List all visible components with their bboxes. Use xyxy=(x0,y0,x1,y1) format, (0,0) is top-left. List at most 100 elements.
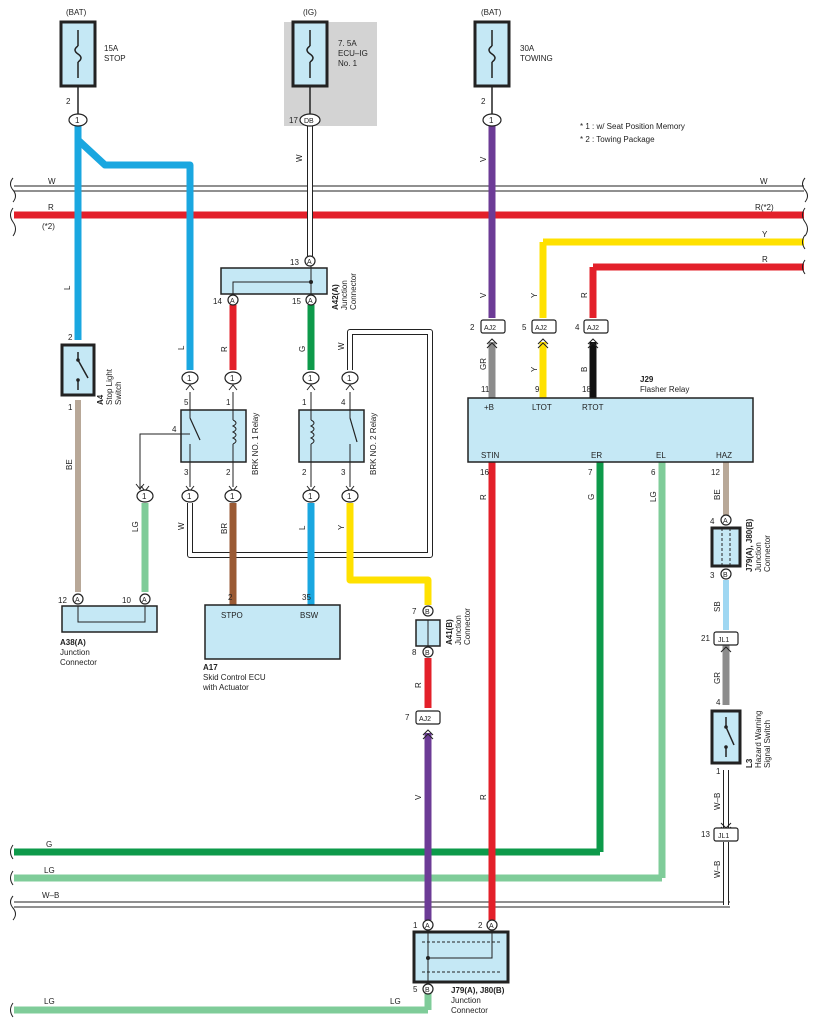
bus-wires xyxy=(14,185,804,1014)
svg-text:3: 3 xyxy=(710,571,715,580)
svg-text:Flasher Relay: Flasher Relay xyxy=(640,385,689,394)
svg-text:1: 1 xyxy=(68,403,73,412)
svg-text:L: L xyxy=(63,285,72,290)
svg-text:1: 1 xyxy=(230,492,235,501)
svg-text:4: 4 xyxy=(341,398,346,407)
svg-text:R: R xyxy=(220,346,229,352)
fuse-stop-pin: 2 xyxy=(66,97,71,106)
svg-text:LG: LG xyxy=(44,997,55,1006)
svg-text:SB: SB xyxy=(713,601,722,612)
svg-text:L: L xyxy=(298,525,307,530)
aj2-connectors: 2 AJ2 5 AJ2 4 AJ2 7 AJ2 xyxy=(405,319,609,740)
fuse-ecu-ig-amp: 7. 5A xyxy=(338,39,357,48)
stop-light-switch-a4: 2 1 A4 Stop Light Switch xyxy=(60,333,123,412)
svg-text:35: 35 xyxy=(302,593,311,602)
junction-connector-a41: 7 B 8 B A41(B) Junction Connector xyxy=(412,605,472,658)
svg-text:1: 1 xyxy=(308,492,313,501)
junction-connector-j79-right: 4 A 3 B J79(A), J80(B) Junction Connecto… xyxy=(710,514,772,580)
svg-text:A42(A): A42(A) xyxy=(331,284,340,310)
svg-text:7: 7 xyxy=(588,468,593,477)
svg-text:ER: ER xyxy=(591,451,602,460)
svg-text:B: B xyxy=(425,987,430,994)
junction-connector-a38: 12 A 10 A A38(A) Junction Connector xyxy=(58,593,158,667)
svg-text:BR: BR xyxy=(220,523,229,534)
svg-text:7: 7 xyxy=(405,713,410,722)
note-1: * 1 : w/ Seat Position Memory xyxy=(580,122,685,131)
svg-text:B: B xyxy=(723,572,728,579)
svg-text:8: 8 xyxy=(412,648,417,657)
svg-text:B: B xyxy=(425,609,430,616)
svg-text:Switch: Switch xyxy=(114,381,123,405)
brk-no2-relay: 1 4 2 3 BRK NO. 2 Relay xyxy=(298,392,378,487)
svg-text:2: 2 xyxy=(302,468,307,477)
svg-text:18: 18 xyxy=(582,385,591,394)
svg-text:A17: A17 xyxy=(203,663,218,672)
svg-text:LTOT: LTOT xyxy=(532,403,552,412)
wire-break-marks xyxy=(10,177,808,1018)
svg-text:Connector: Connector xyxy=(463,608,472,645)
svg-text:1: 1 xyxy=(187,374,192,383)
svg-text:W: W xyxy=(760,177,768,186)
svg-text:J79(A), J80(B): J79(A), J80(B) xyxy=(451,986,505,995)
fuse-stop-source: (BAT) xyxy=(66,8,87,17)
svg-text:A: A xyxy=(230,298,235,305)
svg-text:GR: GR xyxy=(479,358,488,370)
bus-labels: W W R R(*2) (*2) Y R G LG W–B LG LG xyxy=(42,177,774,1006)
svg-text:3: 3 xyxy=(341,468,346,477)
svg-text:BSW: BSW xyxy=(300,611,319,620)
svg-text:R: R xyxy=(48,203,54,212)
svg-text:11: 11 xyxy=(481,385,490,394)
svg-text:BE: BE xyxy=(65,459,74,470)
svg-text:14: 14 xyxy=(213,297,222,306)
fuse-ecu-ig-name: ECU–IG xyxy=(338,49,368,58)
svg-text:2: 2 xyxy=(470,323,475,332)
svg-text:Connector: Connector xyxy=(763,535,772,572)
svg-text:4: 4 xyxy=(172,425,177,434)
svg-text:G: G xyxy=(298,346,307,352)
svg-text:R: R xyxy=(580,292,589,298)
svg-text:W: W xyxy=(337,342,346,350)
svg-text:12: 12 xyxy=(711,468,720,477)
svg-text:W–B: W–B xyxy=(713,861,722,878)
svg-text:3: 3 xyxy=(184,468,189,477)
svg-text:1: 1 xyxy=(413,921,418,930)
svg-text:A: A xyxy=(307,259,312,266)
svg-text:1: 1 xyxy=(187,492,192,501)
svg-text:LG: LG xyxy=(649,491,658,502)
wire-color-labels: L L W R G W BE LG W BR L Y R V V V Y R G… xyxy=(63,154,722,878)
svg-text:Y: Y xyxy=(530,292,539,298)
fuse-stop-term: 1 xyxy=(75,116,80,125)
svg-text:LG: LG xyxy=(44,866,55,875)
svg-text:2: 2 xyxy=(68,333,73,342)
svg-text:Y: Y xyxy=(337,524,346,530)
svg-text:G: G xyxy=(46,840,52,849)
svg-text:1: 1 xyxy=(142,492,147,501)
svg-text:1: 1 xyxy=(716,767,721,776)
fuse-stop-name: STOP xyxy=(104,54,126,63)
junction-connector-j79-bottom: 1 A 2 A 5 B J79(A), J80(B) Junction Conn… xyxy=(412,919,510,1015)
svg-text:Hazard Warning: Hazard Warning xyxy=(754,710,763,768)
svg-text:STIN: STIN xyxy=(481,451,499,460)
fuse-ecu-ig-term: DB xyxy=(304,118,314,125)
svg-text:Connector: Connector xyxy=(349,273,358,310)
svg-text:JL1: JL1 xyxy=(718,637,729,644)
svg-text:V: V xyxy=(414,794,423,800)
svg-text:W–B: W–B xyxy=(713,793,722,810)
svg-text:HAZ: HAZ xyxy=(716,451,732,460)
fuse-towing-source: (BAT) xyxy=(481,8,502,17)
svg-text:1: 1 xyxy=(347,492,352,501)
svg-text:A: A xyxy=(723,518,728,525)
svg-text:1: 1 xyxy=(230,374,235,383)
svg-text:1: 1 xyxy=(226,398,231,407)
brk-no1-relay: 5 1 4 3 2 BRK NO. 1 Relay xyxy=(135,392,260,490)
svg-text:EL: EL xyxy=(656,451,666,460)
svg-text:BRK NO. 1 Relay: BRK NO. 1 Relay xyxy=(251,413,260,475)
svg-text:1: 1 xyxy=(347,374,352,383)
svg-text:A38(A): A38(A) xyxy=(60,638,86,647)
svg-text:JL1: JL1 xyxy=(718,833,729,840)
fuse-towing-name: TOWING xyxy=(520,54,553,63)
svg-text:Junction: Junction xyxy=(754,542,763,572)
note-2: * 2 : Towing Package xyxy=(580,135,655,144)
svg-text:W: W xyxy=(177,522,186,530)
